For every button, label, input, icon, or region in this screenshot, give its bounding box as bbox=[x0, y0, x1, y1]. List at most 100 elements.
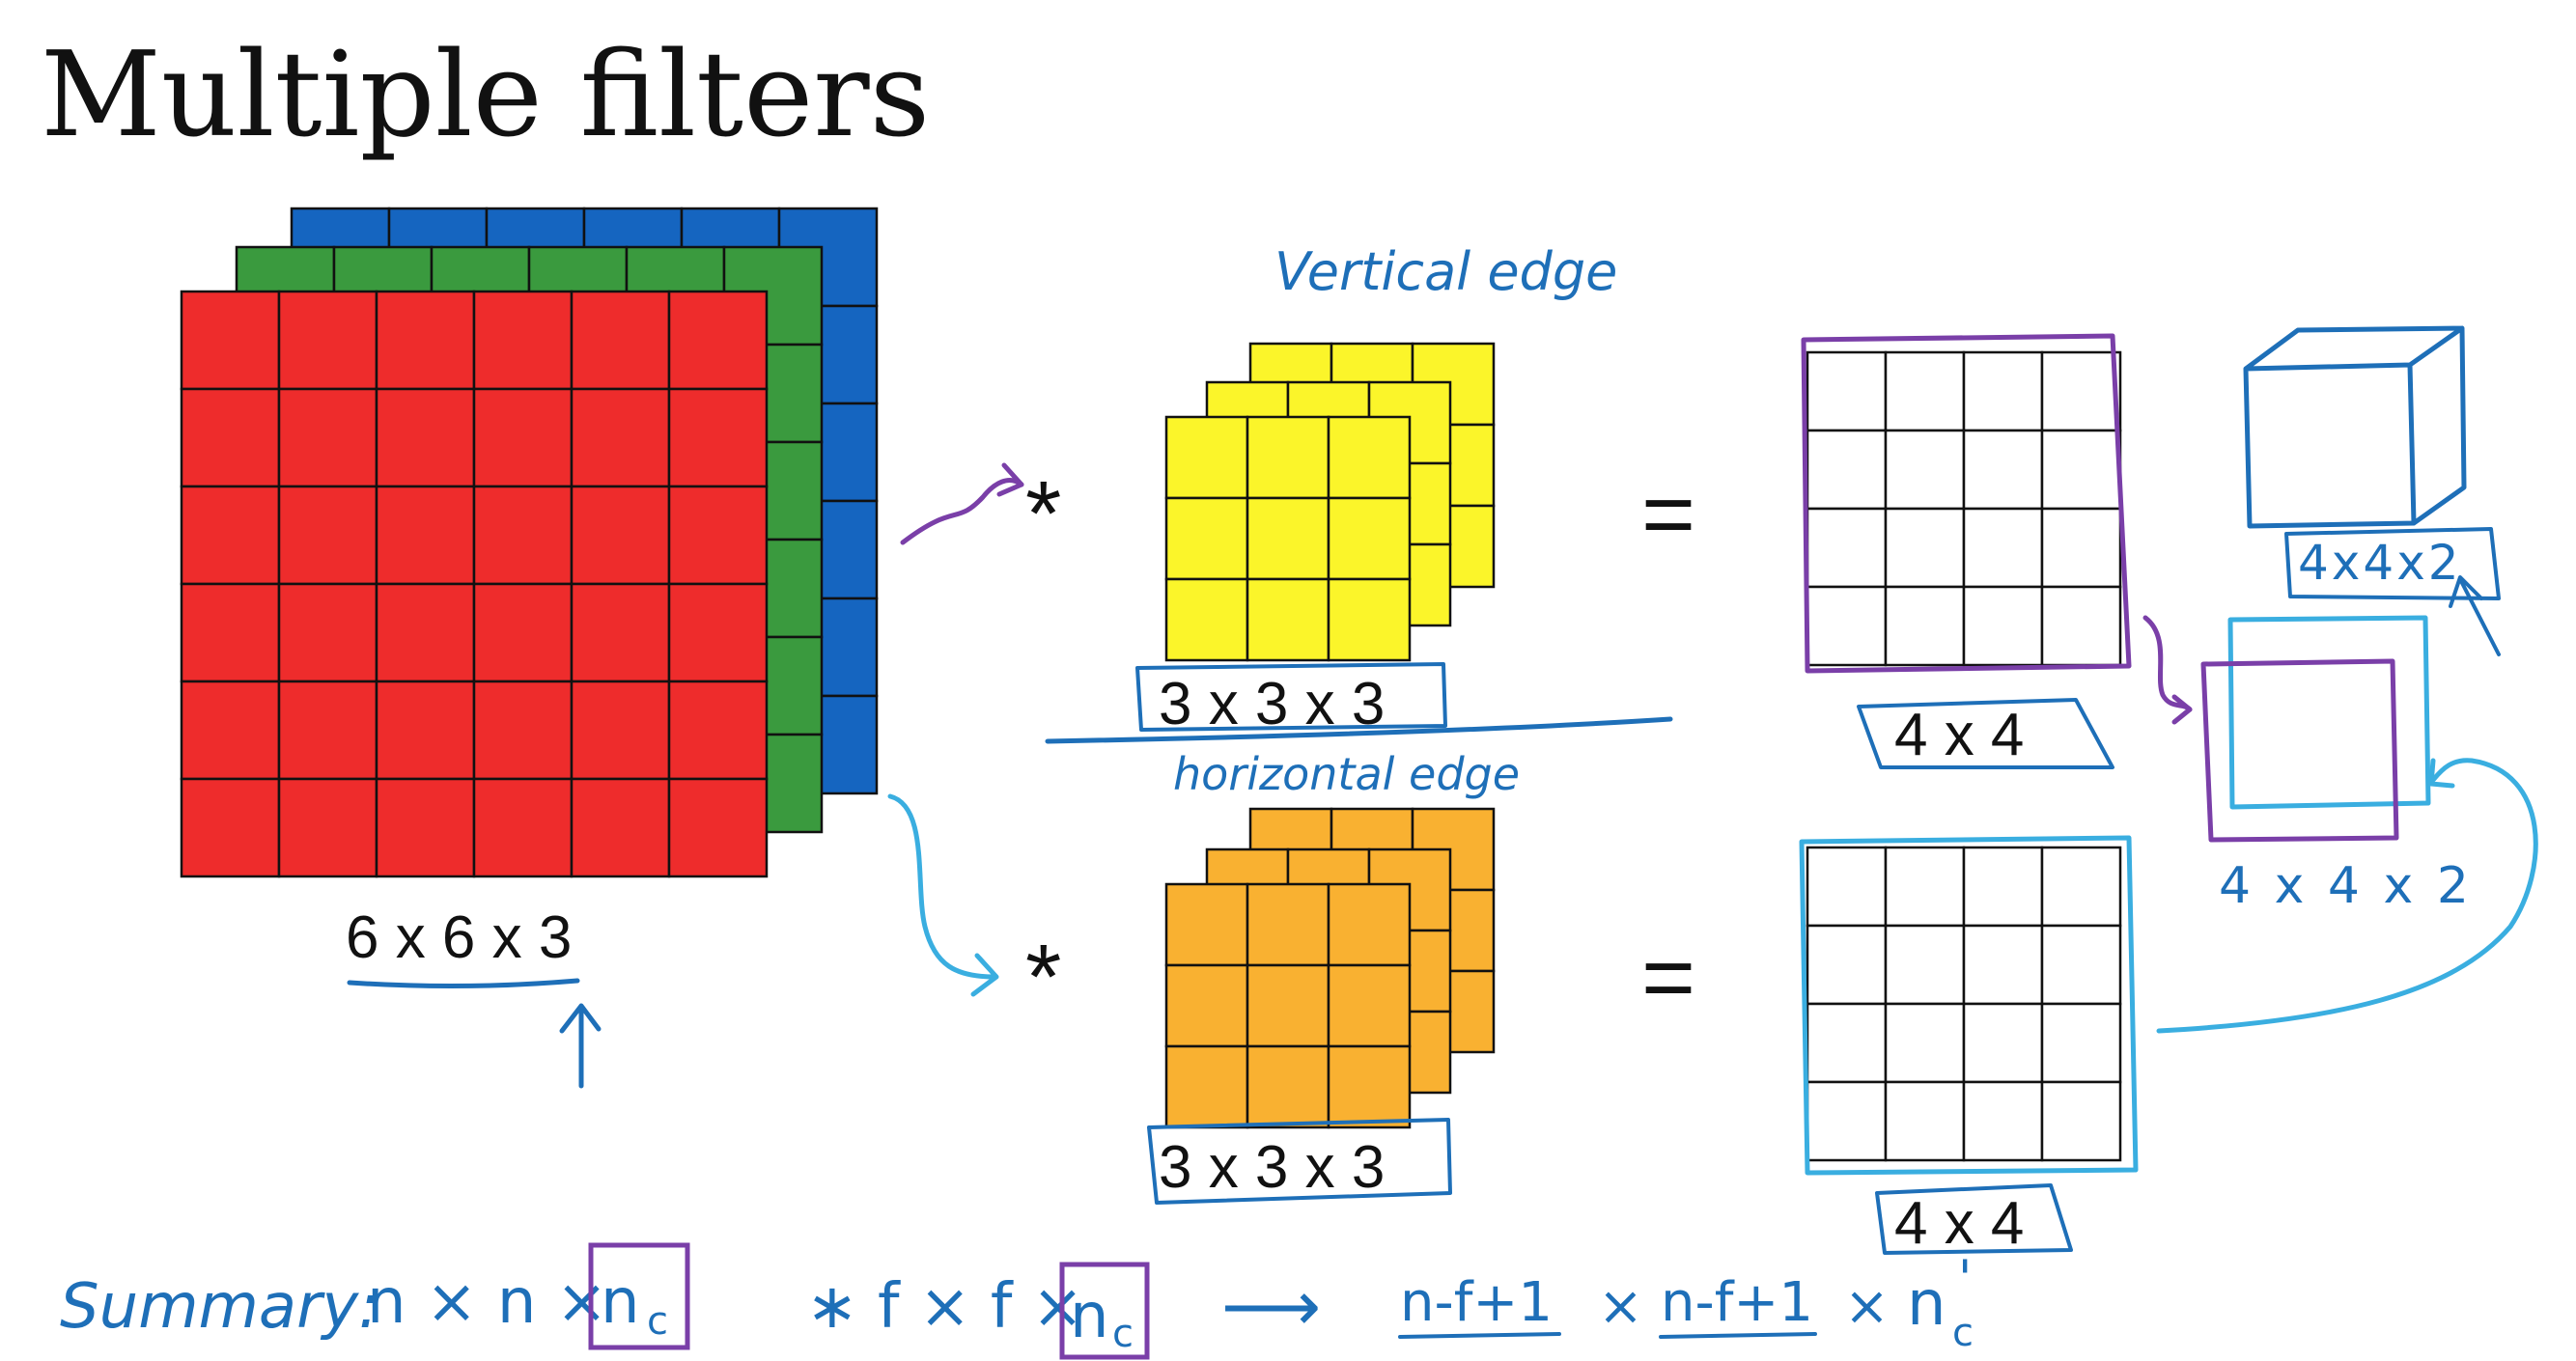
summary-label: Summary: bbox=[60, 1271, 379, 1343]
grid-cell bbox=[180, 387, 281, 488]
filter-channels-box bbox=[1059, 1262, 1150, 1360]
grid-cell bbox=[2040, 429, 2122, 511]
output-dim-1-underline bbox=[1398, 1332, 1561, 1339]
summary-filter-channels-sub: c bbox=[1112, 1312, 1134, 1356]
grid-cell bbox=[1806, 429, 1888, 511]
grid-cell bbox=[1327, 963, 1412, 1048]
grid-cell bbox=[1164, 577, 1249, 662]
grid-cell bbox=[1806, 1002, 1888, 1084]
filter-2-dimension-label: 3 x 3 x 3 bbox=[1159, 1134, 1385, 1201]
grid-cell bbox=[277, 290, 378, 391]
grid-cell bbox=[180, 290, 281, 391]
grid-cell bbox=[1962, 507, 2044, 589]
grid-cell bbox=[180, 680, 281, 781]
filter-2-volume bbox=[1164, 807, 1496, 1129]
vertical-edge-note: Vertical edge bbox=[1274, 241, 1617, 302]
grid-cell bbox=[1884, 350, 1966, 432]
slide-title: Multiple filters bbox=[41, 26, 930, 163]
summary-times-2: × bbox=[1844, 1275, 1890, 1338]
grid-cell bbox=[1884, 507, 1966, 589]
grid-cell bbox=[1884, 924, 1966, 1006]
summary-output-channels-sub: c bbox=[1952, 1311, 1974, 1355]
grid-cell bbox=[1164, 496, 1249, 581]
grid-cell bbox=[2040, 1080, 2122, 1162]
grid-cell bbox=[472, 680, 574, 781]
grid-cell bbox=[1164, 882, 1249, 967]
grid-cell bbox=[1884, 429, 1966, 511]
output-2-cells bbox=[1806, 846, 2122, 1162]
grid-cell bbox=[277, 582, 378, 683]
output-1-grid bbox=[1806, 350, 2122, 667]
grid-cell bbox=[1164, 1044, 1249, 1129]
grid-cell bbox=[472, 387, 574, 488]
cube-label-box bbox=[2284, 527, 2501, 600]
summary-output-channels: n bbox=[1907, 1268, 1946, 1340]
grid-cell bbox=[2040, 350, 2122, 432]
arrowhead-filter-2-icon bbox=[970, 953, 999, 997]
grid-cell bbox=[1962, 1080, 2044, 1162]
cube-pointer-arrow-icon bbox=[2449, 575, 2501, 656]
grid-cell bbox=[1884, 846, 1966, 928]
output-1-dimension-label: 4 x 4 bbox=[1894, 702, 2024, 768]
grid-cell bbox=[472, 485, 574, 586]
summary-output-dim-1: n-f+1 bbox=[1400, 1271, 1553, 1334]
grid-cell bbox=[375, 387, 476, 488]
stacked-output-side-label: 4 x 4 x 2 bbox=[2219, 857, 2473, 915]
input-red-channel bbox=[180, 290, 769, 878]
grid-cell bbox=[1962, 350, 2044, 432]
grid-cell bbox=[1246, 1044, 1330, 1129]
grid-cell bbox=[570, 777, 671, 878]
equals-operator-1: = bbox=[1641, 462, 1695, 566]
grid-cell bbox=[570, 485, 671, 586]
output-1-cells bbox=[1806, 350, 2122, 667]
grid-cell bbox=[2040, 924, 2122, 1006]
filter-2-slice-front bbox=[1164, 882, 1412, 1129]
input-channels-box bbox=[588, 1242, 690, 1350]
grid-cell bbox=[472, 582, 574, 683]
filter-1-dimension-label: 3 x 3 x 3 bbox=[1159, 671, 1385, 737]
input-label-underline bbox=[347, 978, 580, 989]
grid-cell bbox=[277, 777, 378, 878]
grid-cell bbox=[1884, 1080, 1966, 1162]
output-2-label-box bbox=[1875, 1183, 2073, 1255]
convolve-operator-1: * bbox=[1025, 462, 1061, 566]
stacked-output-back-layer bbox=[2227, 615, 2431, 810]
grid-cell bbox=[570, 290, 671, 391]
grid-cell bbox=[1164, 963, 1249, 1048]
output-1-label-box bbox=[1857, 698, 2114, 769]
grid-cell bbox=[667, 290, 769, 391]
grid-cell bbox=[1884, 585, 1966, 667]
grid-cell bbox=[375, 582, 476, 683]
output-2-grid bbox=[1806, 846, 2122, 1162]
grid-cell bbox=[375, 680, 476, 781]
grid-cell bbox=[375, 777, 476, 878]
grid-cell bbox=[1962, 1002, 2044, 1084]
grid-cell bbox=[1327, 882, 1412, 967]
grid-cell bbox=[1962, 585, 2044, 667]
grid-cell bbox=[1327, 577, 1412, 662]
equals-operator-2: = bbox=[1641, 926, 1695, 1029]
grid-cell bbox=[277, 485, 378, 586]
grid-cell bbox=[667, 680, 769, 781]
grid-cell bbox=[1246, 496, 1330, 581]
arrowhead-filter-1-icon bbox=[996, 462, 1024, 497]
input-pointer-arrow-icon bbox=[559, 1003, 602, 1089]
filter-2-label-box bbox=[1147, 1118, 1452, 1205]
grid-cell bbox=[2040, 1002, 2122, 1084]
grid-cell bbox=[1962, 924, 2044, 1006]
summary-input-channels-sub: c bbox=[647, 1299, 668, 1344]
convolve-operator-2: * bbox=[1025, 926, 1061, 1029]
stack-arrow-1-icon bbox=[2142, 615, 2193, 712]
grid-cell bbox=[180, 777, 281, 878]
summary-output-dim-2: n-f+1 bbox=[1661, 1271, 1813, 1334]
summary-arrow: ⟶ bbox=[1221, 1265, 1321, 1347]
grid-cell bbox=[180, 582, 281, 683]
grid-cell bbox=[570, 582, 671, 683]
output-1-purple-outline bbox=[1801, 333, 2132, 674]
grid-cell bbox=[2040, 507, 2122, 589]
grid-cell bbox=[277, 387, 378, 488]
cube-dimension-label: 4x4x2 bbox=[2298, 535, 2462, 591]
grid-cell bbox=[1246, 415, 1330, 500]
grid-cell bbox=[1327, 415, 1412, 500]
